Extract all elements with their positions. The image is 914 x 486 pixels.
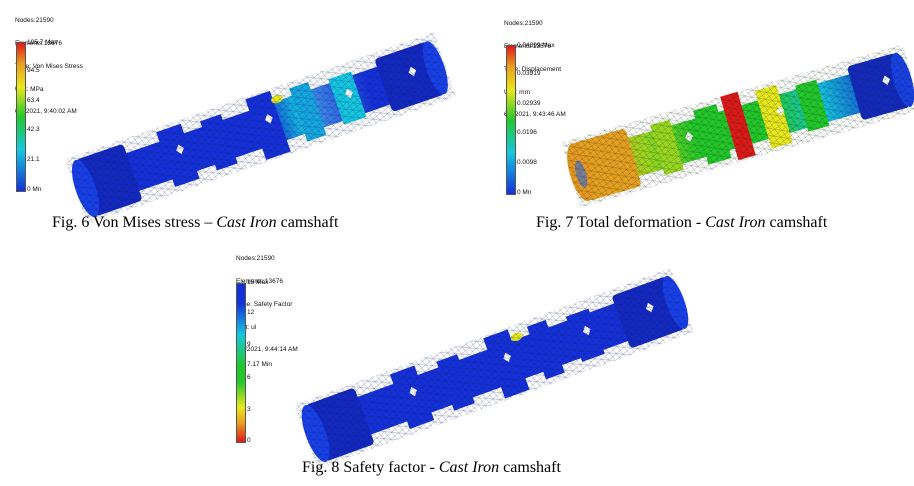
fig8-caption-material: Cast Iron — [438, 459, 500, 476]
fig8-legend-tick: 9 — [247, 341, 251, 348]
fig8-color-legend — [236, 283, 246, 443]
fig7-caption-prefix: Fig. 7 Total deformation - — [536, 214, 706, 231]
fig7-legend-tick: 0.02939 — [517, 100, 541, 107]
fig8-legend-tick: 7.17 Min — [247, 361, 272, 368]
fig6-caption-prefix: Fig. 6 Von Mises stress – — [52, 214, 217, 231]
fig7-nodes: Nodes:21590 — [504, 20, 543, 28]
fig6-legend-min: 0 Mn — [27, 186, 42, 193]
fig8-date: 6/4/2021, 9:44:14 AM — [236, 346, 298, 354]
fig8-nodes: Nodes:21590 — [236, 255, 275, 263]
fig7-caption-material: Cast Iron — [705, 214, 766, 231]
fig7-date: 6/4/2021, 9:43:46 AM — [504, 111, 566, 119]
fig6-nodes: Nodes:21590 — [15, 17, 54, 25]
fig6-legend-tick: 94.5 — [27, 67, 40, 74]
fig8-legend-tick: 3 — [247, 406, 251, 413]
fig6-date: 6/4/2021, 9:40:02 AM — [15, 108, 77, 116]
fig7-legend-tick: 0.0098 — [517, 159, 537, 166]
fig7-legend-tick: 0.0196 — [517, 129, 537, 136]
fig8-legend-max: 15 Max — [247, 279, 269, 286]
fig6-caption-suffix: camshaft — [276, 214, 339, 231]
fig7-legend-min: 0 Mn — [517, 189, 532, 196]
fig8-elements: Elements:13676 — [236, 277, 283, 285]
fig6-camshaft-render — [65, 32, 456, 224]
fig6-legend-max: 105.7 Max — [27, 39, 58, 46]
fig7-camshaft-render — [561, 44, 914, 208]
figure-6: Nodes:21590 Elements:13676 Type: Von Mis… — [0, 0, 460, 240]
fig8-caption-prefix: Fig. 8 Safety factor - — [302, 459, 439, 476]
fig6-elements: Elements:13676 — [15, 39, 62, 47]
fig8-legend-tick: 0 — [247, 437, 251, 444]
fig6-legend-tick: 42.3 — [27, 126, 40, 133]
fig6-color-legend — [16, 42, 26, 192]
fig6-legend-tick: 63.4 — [27, 97, 40, 104]
fig7-color-legend — [506, 45, 516, 195]
fig6-caption: Fig. 6 Von Mises stress – Cast Iron cams… — [52, 214, 338, 232]
fig7-caption: Fig. 7 Total deformation - Cast Iron cam… — [536, 214, 827, 232]
figure-7: Nodes:21590 Elements:13676 Type: Displac… — [460, 0, 914, 240]
fig8-camshaft-render — [294, 268, 694, 469]
fig8-caption-suffix: camshaft — [499, 459, 561, 476]
fig7-caption-suffix: camshaft — [765, 214, 828, 231]
figure-8: Nodes:21590 Elements:13676 Type: Safety … — [0, 240, 914, 486]
fig8-legend-tick: 12 — [247, 309, 255, 316]
fig7-legend-max: 0.04899 Max — [517, 42, 555, 49]
fig7-legend-tick: 0.03919 — [517, 70, 541, 77]
fig8-caption: Fig. 8 Safety factor - Cast Iron camshaf… — [302, 459, 561, 477]
fig6-caption-material: Cast Iron — [216, 214, 277, 231]
fig7-elements: Elements:13676 — [504, 42, 551, 50]
fig8-legend-tick: 6 — [247, 374, 251, 381]
fig6-legend-tick: 21.1 — [27, 156, 40, 163]
